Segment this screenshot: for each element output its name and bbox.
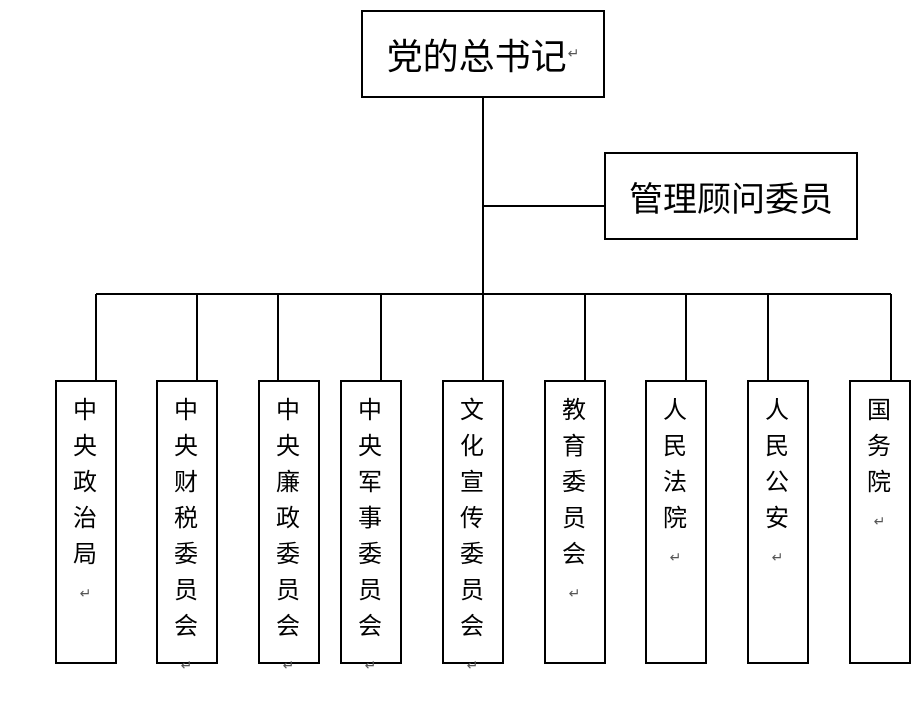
child-box-politburo: 中央政治局 ↵ <box>55 380 117 664</box>
advisory-committee-label: 管理顾问委员 <box>629 179 833 220</box>
child-box-education: 教育委员会 ↵ <box>544 380 606 664</box>
paragraph-mark-icon: ↵ <box>873 514 886 530</box>
paragraph-mark-icon: ↵ <box>364 658 377 674</box>
general-secretary-label: 党的总书记 <box>386 37 567 78</box>
child-label: 中央廉政委员会 <box>276 396 300 640</box>
advisory-committee-box: 管理顾问委员 <box>604 152 858 240</box>
child-box-military: 中央军事委员会 ↵ <box>340 380 402 674</box>
paragraph-mark-icon: ↵ <box>180 658 193 674</box>
child-label: 人民法院 <box>663 396 687 532</box>
child-label: 中央财税委员会 <box>174 396 198 640</box>
child-label: 教育委员会 <box>562 396 586 568</box>
paragraph-mark-icon: ↵ <box>466 658 479 674</box>
child-label: 文化宣传委员会 <box>460 396 484 640</box>
child-label: 中央政治局 <box>73 396 97 568</box>
paragraph-mark-icon: ↵ <box>771 550 784 566</box>
child-label: 人民公安 <box>765 396 789 532</box>
child-label: 中央军事委员会 <box>358 396 382 640</box>
child-box-culture-propaganda: 文化宣传委员会 ↵ <box>442 380 504 674</box>
child-label: 国务院 <box>867 396 891 496</box>
general-secretary-box: 党的总书记↵ <box>361 10 605 98</box>
child-box-peoples-court: 人民法院 ↵ <box>645 380 707 664</box>
child-box-finance-tax: 中央财税委员会 ↵ <box>156 380 218 674</box>
child-box-public-security: 人民公安 ↵ <box>747 380 809 664</box>
paragraph-mark-icon: ↵ <box>568 586 581 602</box>
paragraph-mark-icon: ↵ <box>79 586 92 602</box>
child-box-integrity: 中央廉政委员会 ↵ <box>258 380 320 674</box>
paragraph-mark-icon: ↵ <box>282 658 295 674</box>
paragraph-mark-icon: ↵ <box>669 550 682 566</box>
paragraph-mark-icon: ↵ <box>567 46 580 62</box>
child-box-state-council: 国务院 ↵ <box>849 380 911 664</box>
